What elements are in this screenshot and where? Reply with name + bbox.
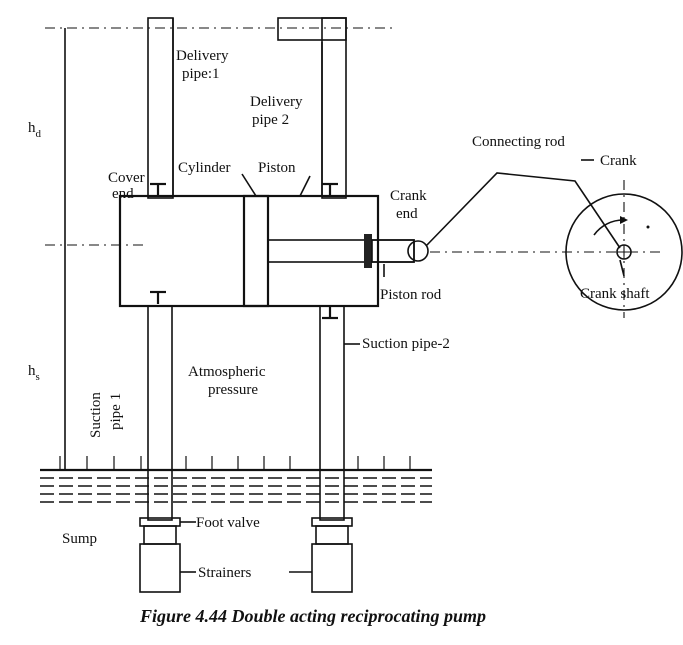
piston-rod (267, 239, 415, 263)
strainer-1 (139, 543, 181, 593)
strainer-mesh-2 (315, 525, 349, 545)
suction-pipe-1-label-line1: Suction (88, 392, 104, 438)
delivery-pipe-1-label-line2: pipe:1 (182, 66, 220, 82)
cover-end-label-line2: end (112, 186, 134, 202)
hs-label: hs (28, 363, 40, 383)
piston-label: Piston (258, 160, 296, 176)
cylinder (118, 194, 380, 308)
delivery-pipe-2-label-line1: Delivery (250, 94, 303, 110)
crank-label: Crank (600, 153, 637, 169)
hd-label: hd (28, 120, 42, 140)
cylinder-label: Cylinder (178, 160, 231, 176)
atmospheric-label-line1: Atmospheric (188, 364, 266, 380)
gland (364, 234, 372, 268)
sump-label: Sump (62, 531, 97, 547)
atmospheric-label-line2: pressure (208, 382, 258, 398)
suction-pipe-2 (319, 305, 345, 521)
ground-ticks (59, 456, 411, 470)
figure-caption: Figure 4.44 Double acting reciprocating … (139, 606, 486, 626)
connecting-rod-label: Connecting rod (472, 134, 565, 150)
crank-end-label-line2: end (396, 206, 418, 222)
gudgeon-pin (407, 240, 429, 262)
delivery-pipe-1-label-line1: Delivery (176, 48, 229, 64)
crank-disc (565, 193, 683, 311)
piston-rod-label: Piston rod (380, 287, 442, 303)
strainers-label: Strainers (198, 565, 251, 581)
delivery-pipe-2-label-line2: pipe 2 (252, 112, 289, 128)
delivery-pipe-2-bend (277, 17, 347, 41)
crank-shaft-label: Crank shaft (580, 286, 650, 302)
foot-valve-label: Foot valve (196, 515, 260, 531)
delivery-pipe-2 (321, 17, 347, 199)
suction-pipe-1-label-line2: pipe 1 (108, 393, 124, 430)
strainer-mesh-1 (143, 525, 177, 545)
cover-end-label-line1: Cover (108, 170, 145, 186)
suction-pipe-1 (147, 305, 173, 521)
delivery-pipe-1 (147, 17, 174, 199)
piston (242, 194, 270, 308)
crank-end-label-line1: Crank (390, 188, 427, 204)
connecting-rod (425, 172, 621, 249)
suction-pipe-2-label: Suction pipe-2 (362, 336, 450, 352)
strainer-2 (311, 543, 353, 593)
